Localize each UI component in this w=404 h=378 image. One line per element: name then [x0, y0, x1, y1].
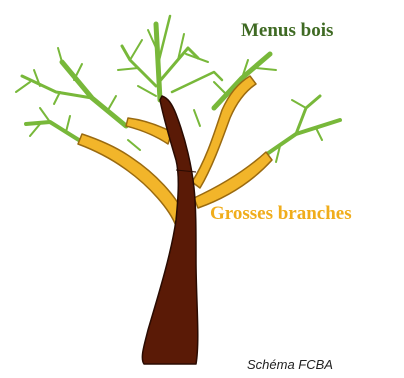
fine-twig	[156, 14, 172, 66]
fine-wood-label: Menus bois	[241, 20, 334, 41]
branch-right	[191, 75, 257, 189]
fine-twig	[29, 123, 41, 137]
fine-twig	[53, 91, 61, 105]
fine-twig	[65, 115, 71, 133]
fine-twig	[255, 67, 277, 71]
branch-lower-left	[77, 133, 185, 227]
fine-twig	[33, 69, 41, 87]
fine-twig	[15, 81, 31, 93]
fine-twig	[147, 29, 158, 51]
fine-twig	[73, 63, 83, 81]
large-branches	[77, 75, 273, 227]
fine-twig	[193, 109, 201, 127]
fine-twig	[117, 67, 139, 71]
fine-twig	[20, 74, 94, 100]
branch-mid-left	[125, 117, 173, 145]
fine-twig	[315, 127, 323, 141]
fine-wood-twigs	[15, 14, 342, 165]
diagram-credit: Schéma FCBA	[247, 357, 333, 372]
fine-twig	[185, 53, 209, 63]
branch-lower-right	[193, 151, 273, 209]
fine-twig	[213, 81, 227, 95]
fine-twig	[120, 44, 158, 88]
fine-twig	[177, 33, 185, 61]
fine-twig	[262, 118, 342, 158]
fine-twig	[127, 139, 141, 151]
fine-twig	[137, 85, 157, 97]
fine-twig	[107, 95, 117, 111]
fine-twig	[275, 145, 281, 163]
trunk-branch-line	[175, 169, 197, 173]
fine-twig	[241, 59, 249, 79]
fine-twig	[57, 47, 63, 63]
fine-twig	[129, 39, 143, 61]
fine-twig	[291, 99, 307, 109]
fine-twig	[157, 46, 200, 84]
trunk	[141, 95, 199, 365]
fine-twig	[39, 107, 51, 123]
fine-twig	[170, 70, 224, 94]
large-branches-label: Grosses branches	[210, 203, 352, 224]
